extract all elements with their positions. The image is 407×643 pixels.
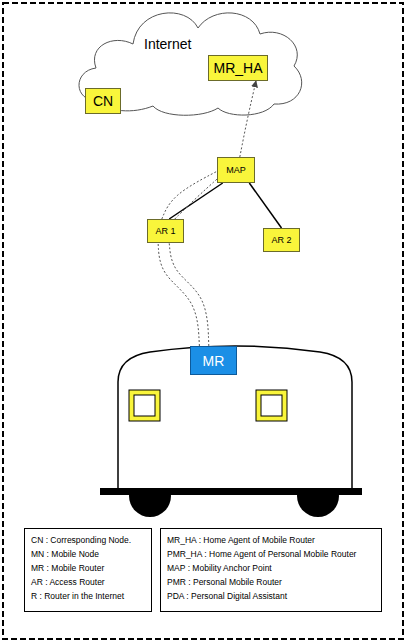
window-frame [256,390,287,421]
tunnel-path [175,179,217,219]
tunnel-path [240,81,256,157]
access-router-box: AR 1 [147,219,184,243]
node-label: CN [93,93,113,109]
legend-entry: MN : Mobile Node [31,547,145,561]
legend-box: CN : Corresponding Node.MN : Mobile Node… [24,528,152,612]
window-frame [129,390,160,421]
legend-entry: PDA : Personal Digital Assistant [167,589,375,603]
node-box: CN [85,88,121,114]
link-line [169,183,223,219]
legend-box: MR_HA : Home Agent of Mobile RouterPMR_H… [160,528,382,612]
legend-entry: R : Router in the Internet [31,589,145,603]
home-agent-box: MR_HA [208,55,268,81]
node-label: AR 2 [271,235,291,245]
legend-entry: AR : Access Router [31,575,145,589]
legend-entry: MR_HA : Home Agent of Mobile Router [167,533,375,547]
anchor-point-box: MAP [217,157,255,183]
internet-cloud: InternetCN MR_HA [68,6,304,118]
dashed-frame [3,3,403,639]
legend-entry: PMR : Personal Mobile Router [167,575,375,589]
node-label: Internet [144,36,191,52]
legend-entry: MR : Mobile Router [31,561,145,575]
access-router-box: AR 2 [263,228,300,252]
window-pane [134,395,155,416]
node-label: AR 1 [155,226,175,236]
mobile-router-box: MR [190,346,237,375]
tunnel-path [162,171,217,219]
cloud-shape [79,13,302,115]
tunnel-path [158,243,199,346]
node-label: MR_HA [213,60,262,76]
link-line [249,183,281,228]
tunnel-path [169,243,209,346]
legend-entry: CN : Corresponding Node. [31,533,145,547]
vehicle-body [118,346,352,490]
legend-entry: PMR_HA : Home Agent of Personal Mobile R… [167,547,375,561]
window-pane [261,395,282,416]
node-label: MR [203,353,225,369]
legend-entry: MAP : Mobility Anchor Point [167,561,375,575]
node-label: MAP [226,165,246,175]
vehicle-chassis [100,488,362,495]
